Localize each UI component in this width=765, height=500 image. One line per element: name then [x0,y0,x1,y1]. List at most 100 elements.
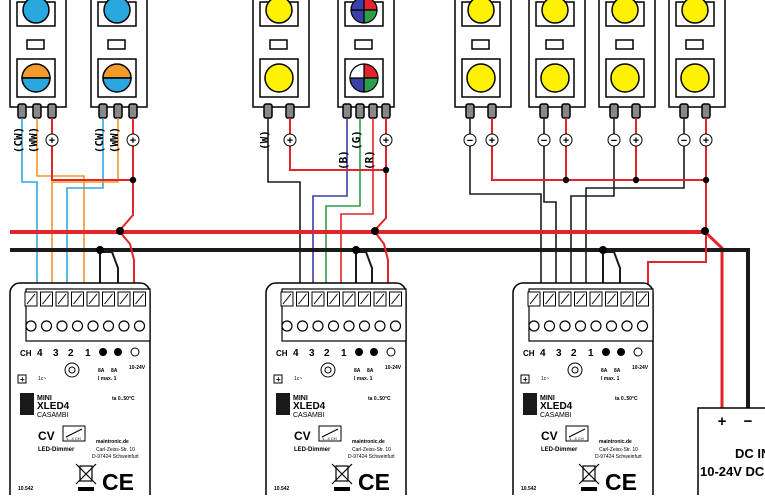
wire-ww-1 [36,118,85,318]
bus-positive-feed [703,230,724,408]
brand-logo-block [276,393,290,415]
dimmer-cv-label: CV [38,429,55,443]
wire-plus-1b [119,118,134,231]
weee-bin-icon [578,463,600,491]
dimmer-brand-main: XLED4 [37,401,70,412]
dimmer-brand-top: MINI [293,395,308,402]
dimmer-type: LED-Dimmer [294,447,331,453]
weee-bin-icon [331,463,353,491]
wire-plus-3 [491,118,706,181]
power-supply: + − DC IN 10-24V DC [697,407,765,500]
dimmer-current-a: 8A [98,368,105,374]
dimmer-ch4-label: 4 [293,348,299,359]
led-strip-single-1 [454,0,512,119]
wire-cw-2 [66,118,104,318]
label-cw-2: (CW) [93,127,106,154]
brand-logo-block [20,393,34,415]
dimmer-voltage: 10-24V [129,365,146,371]
psu-label-dc-in: DC IN [735,446,765,461]
dimmer-cv-channels: 1...4 CH [569,436,584,441]
dimmer-part-number: 10.542 [18,486,34,492]
led-strip-white [252,0,310,119]
dimmer-brand-top: MINI [37,395,52,402]
dimmer-ch-label: CH [20,349,32,358]
label-cw-1: (CW) [12,127,25,154]
dimmer-cv-label: CV [294,429,311,443]
dimmer-ch2-label: 2 [324,348,330,359]
label-minus-3a: − [467,135,473,147]
psu-minus-label: − [744,413,753,430]
dimmer-ch4-label: 4 [540,348,546,359]
dimmer-tc: 1c~ [541,376,549,382]
label-plus-2a: + [287,135,293,147]
wire-neg-s2 [543,118,557,318]
dimmer-part-number: 10.542 [274,486,290,492]
dimmer-brand-top: MINI [540,395,555,402]
dimmer-current-a: 8A [354,368,361,374]
dimmer-city: D-97424 Schweinfurt [348,454,395,460]
wire-b [312,118,348,318]
dimmer-temp-rating: ta 0..50°C [368,396,391,402]
conductor-labels: (CW) (WW) + (CW) (WW) + (W) + (B) (G) (R… [12,127,713,170]
dimmer-ch4-label: 4 [37,348,43,359]
dimmer-ch-label: CH [523,349,535,358]
dimmer-ch1-label: 1 [341,348,347,359]
dimmer-brand-main: XLED4 [293,401,326,412]
dimmer-city: D-97424 Schweinfurt [92,454,139,460]
wire-g [325,118,361,318]
dimmer-type: LED-Dimmer [541,447,578,453]
label-minus-3c: − [611,135,617,147]
dimmer-tc: 1c~ [294,376,302,382]
dimmer-ch-label: CH [276,349,288,358]
dimmer-temp-rating: ta 0..50°C [615,396,638,402]
dimmer-maker: maintronic.de [352,439,385,445]
led-strip-single-2 [528,0,586,119]
dimmer-ch3-label: 3 [556,348,562,359]
svg-text:+: + [20,375,25,384]
label-g: (G) [350,130,363,150]
led-strip-tunable-white-left [9,0,67,119]
svg-text:+: + [276,375,281,384]
wire-neg-s4 [585,118,685,318]
label-minus-3b: − [541,135,547,147]
dimmer-ch2-label: 2 [571,348,577,359]
dimmer-brand-main: XLED4 [540,401,573,412]
label-r: (R) [363,150,376,170]
dimmer-brand-sub: CASAMBI [540,412,572,419]
dimmer-street: Carl-Zeiss-Str. 10 [96,447,135,453]
dimmer-tc: 1c~ [38,376,46,382]
dimmer-current-b: 8A [614,368,621,374]
psu-plus-label: + [718,413,727,430]
psu-label-voltage: 10-24V DC [700,464,765,479]
wire-r [340,118,374,318]
dimmer-ch3-label: 3 [309,348,315,359]
dimmer-brand-sub: CASAMBI [37,412,69,419]
label-plus-3a: + [489,135,495,147]
led-strip-tunable-white-right [90,0,148,119]
dimmer-cv-label: CV [541,429,558,443]
dimmer-current-a: 8A [601,368,608,374]
label-plus-3d: + [703,135,709,147]
wire-neg-s1 [469,118,542,318]
wires [10,118,750,408]
led-strip-rgb [337,0,395,119]
dimmer-ch1-label: 1 [588,348,594,359]
wire-neg-s3 [570,118,615,318]
dimmer-ch1-label: 1 [85,348,91,359]
led-strip-single-3 [598,0,656,119]
weee-bin-icon [75,463,97,491]
dimmer-cv-channels: 1...4 CH [66,436,81,441]
dimmer-temp-rating: ta 0..50°C [112,396,135,402]
label-plus-3c: + [633,135,639,147]
dimmer-ch3-label: 3 [53,348,59,359]
dimmer-street: Carl-Zeiss-Str. 10 [599,447,638,453]
dimmer-street: Carl-Zeiss-Str. 10 [352,447,391,453]
dimmer-voltage: 10-24V [632,365,649,371]
bus-negative [10,248,750,408]
dimmer-current-max: I max. 1 [601,376,620,382]
